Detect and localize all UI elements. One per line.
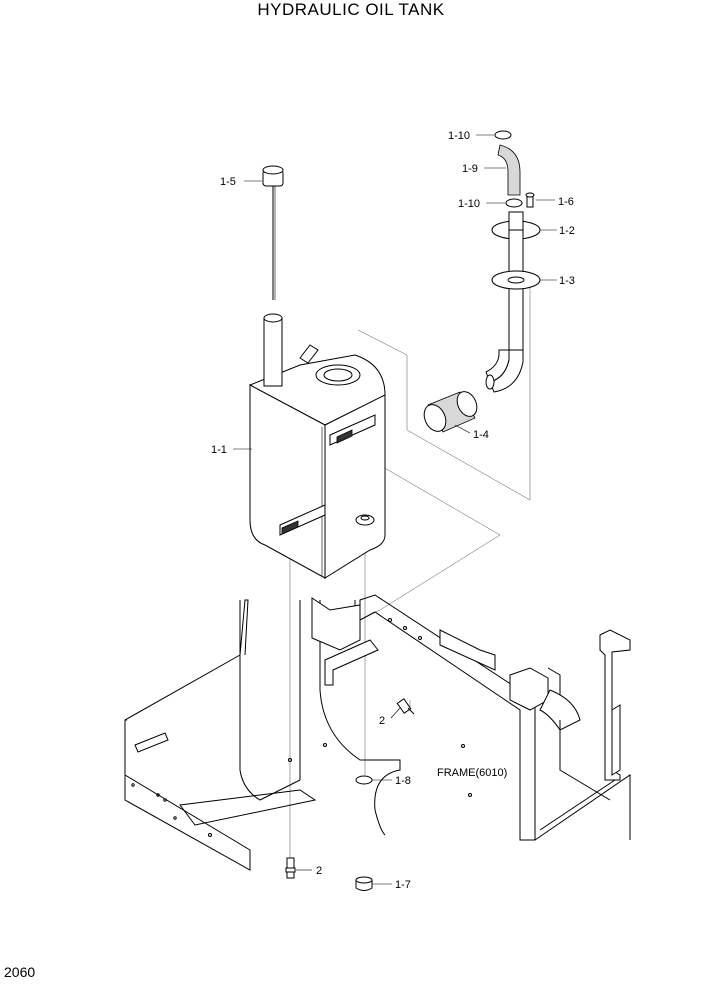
callout-1-1: 1-1 <box>211 444 227 456</box>
callout-1-7: 1-7 <box>395 879 411 891</box>
callout-1-5: 1-5 <box>220 176 236 188</box>
callout-1-10-lower: 1-10 <box>458 198 480 210</box>
callout-1-4: 1-4 <box>473 429 489 441</box>
machine-frame <box>124 594 631 871</box>
return-filter <box>423 391 478 433</box>
callout-2-lower: 2 <box>316 865 322 877</box>
page-number: 2060 <box>4 964 36 980</box>
callout-1-6: 1-6 <box>558 196 574 208</box>
callout-1-8: 1-8 <box>395 775 411 787</box>
callout-1-2: 1-2 <box>559 225 575 237</box>
callout-1-10-top: 1-10 <box>448 130 470 142</box>
bolt-lower <box>285 857 296 879</box>
level-gauge-cap <box>262 165 284 300</box>
callout-2-upper: 2 <box>379 715 385 727</box>
callout-1-9: 1-9 <box>462 163 478 175</box>
hydraulic-tank <box>248 313 386 579</box>
frame-label: FRAME(6010) <box>437 767 507 779</box>
leader-lines <box>233 134 557 885</box>
hose-and-clamps <box>494 130 523 208</box>
o-ring <box>355 775 373 785</box>
suction-pipe-assembly <box>485 192 541 393</box>
bolt-upper <box>396 698 415 715</box>
callout-1-3: 1-3 <box>559 275 575 287</box>
callout-labels: 1-10 1-9 1-10 1-6 1-5 1-2 1-3 1-1 1-4 2 … <box>211 130 575 891</box>
drain-plug <box>355 876 373 891</box>
diagram-title: HYDRAULIC OIL TANK <box>257 0 445 19</box>
